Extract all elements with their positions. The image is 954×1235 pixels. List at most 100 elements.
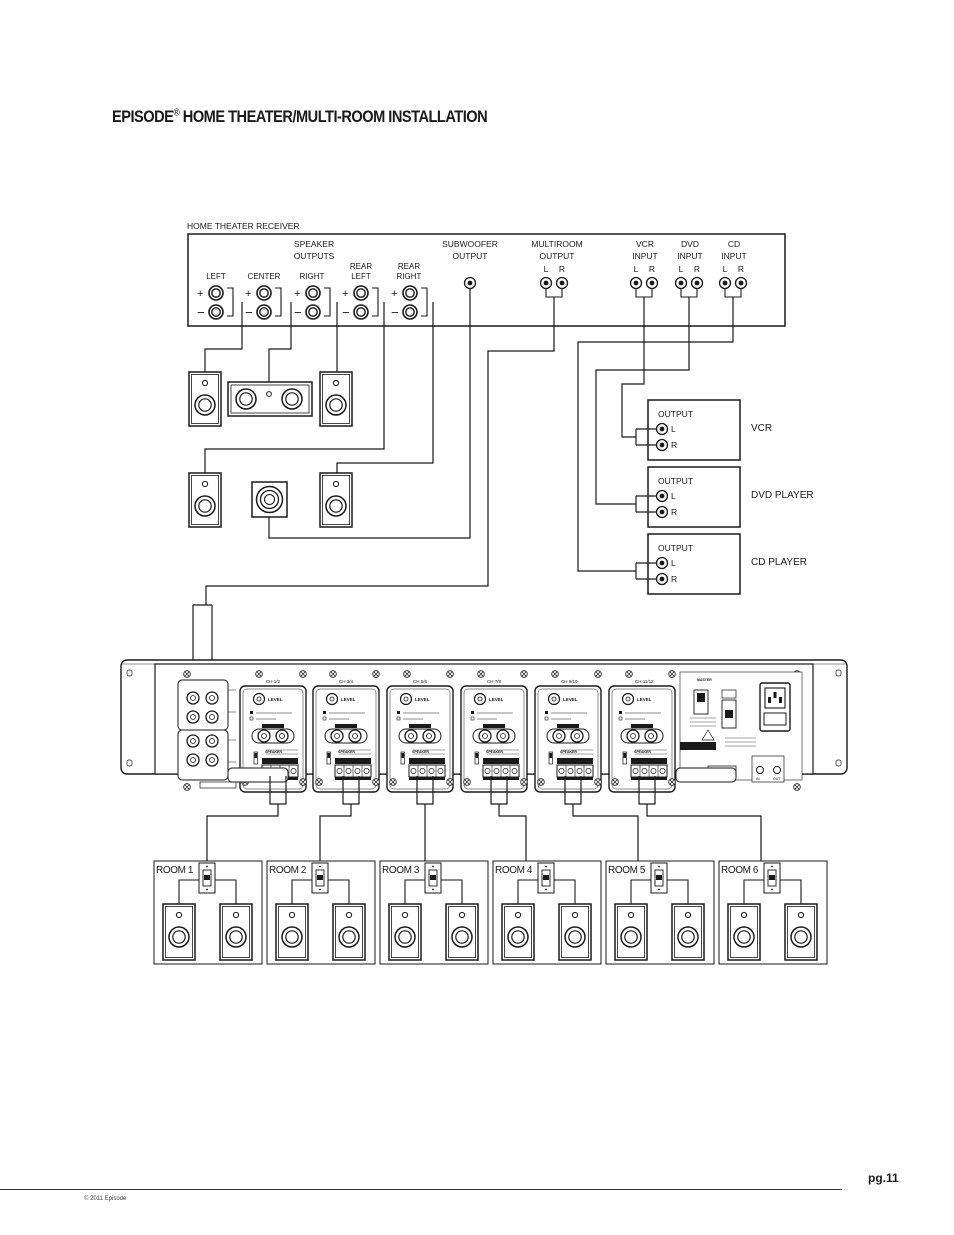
amp-level-3: LEVEL (415, 697, 430, 702)
cd-output-r-label: R (671, 574, 677, 584)
amp-level-1: LEVEL (268, 697, 283, 702)
receiver-speaker-wires (204, 289, 471, 539)
page-number: pg.11 (868, 1171, 899, 1185)
channel-rear-left-label-2: LEFT (351, 272, 371, 281)
subwoofer-output-label-2: OUTPUT (453, 251, 488, 261)
cd-output-l-label: L (671, 558, 676, 568)
svg-text:−: − (391, 305, 399, 320)
binding-post-left: + − (197, 285, 234, 320)
title-brand: EPISODE (112, 107, 174, 126)
binding-post-center: + − (245, 285, 282, 320)
dvd-l-label: L (679, 264, 684, 274)
front-right-speaker (319, 371, 353, 427)
room-3-label: ROOM 3 (382, 865, 420, 876)
amp-ch-label-5: CH 9/10 (561, 679, 578, 684)
binding-post-rear-right: + − (391, 285, 428, 320)
room-wires (206, 776, 762, 861)
room-4-label: ROOM 4 (495, 865, 533, 876)
amp-master-label: MASTER (697, 678, 712, 682)
dvd-jack-l (674, 276, 688, 290)
vcr-input-label-2: INPUT (632, 251, 658, 261)
amp-ch-label-6: CH 11/12 (635, 679, 654, 684)
channel-right-label: RIGHT (300, 272, 325, 281)
source-wires (577, 297, 734, 580)
room-5-label: ROOM 5 (608, 865, 646, 876)
amp-trigger-out-label: OUT (773, 777, 781, 781)
amp-trigger-in-label: IN (756, 777, 760, 781)
multiroom-l-label: L (544, 264, 549, 274)
registered-mark: ® (173, 107, 180, 119)
amp-level-4: LEVEL (489, 697, 504, 702)
center-speaker (227, 381, 313, 417)
cd-input-label: CD (728, 239, 740, 249)
source-dvd: OUTPUT L R DVD PLAYER (647, 466, 814, 528)
amp-input-section (177, 679, 237, 789)
vcr-output-label: OUTPUT (658, 409, 693, 419)
channel-rear-right-label: REAR (398, 262, 420, 271)
channel-left-label: LEFT (206, 272, 226, 281)
rear-right-speaker (319, 472, 353, 528)
room-1-label: ROOM 1 (156, 865, 194, 876)
multiroom-jack-r (555, 276, 569, 290)
subwoofer (251, 481, 288, 518)
multiroom-output-label-2: OUTPUT (540, 251, 575, 261)
amp-speaker-label-2: SPEAKER (338, 750, 355, 754)
dvd-output-label: OUTPUT (658, 476, 693, 486)
amp-speaker-label-5: SPEAKER (560, 750, 577, 754)
room-3: ROOM 3 (379, 860, 489, 965)
svg-text:−: − (245, 305, 253, 320)
receiver-label: HOME THEATER RECEIVER (187, 221, 300, 231)
rear-left-speaker (188, 472, 222, 528)
vcr-jack-l (629, 276, 643, 290)
dvd-output-r-label: R (671, 507, 677, 517)
vcr-input-label: VCR (636, 239, 654, 249)
amp-speaker-label-6: SPEAKER (634, 750, 651, 754)
vcr-name: VCR (751, 423, 772, 434)
amp-speaker-label-4: SPEAKER (486, 750, 503, 754)
binding-post-right: + − (294, 285, 331, 320)
svg-text:+: + (391, 288, 397, 300)
amp-ch-label-3: CH 5/6 (413, 679, 428, 684)
amp-level-6: LEVEL (637, 697, 652, 702)
source-vcr: OUTPUT L R VCR (647, 399, 772, 461)
vcr-r-label: R (649, 264, 655, 274)
cd-input-label-2: INPUT (721, 251, 747, 261)
room-6: ROOM 6 (718, 860, 828, 965)
subwoofer-output-label: SUBWOOFER (442, 239, 498, 249)
svg-text:+: + (245, 288, 251, 300)
svg-text:−: − (197, 305, 205, 320)
dvd-jack-r (690, 276, 704, 290)
speaker-outputs-label: SPEAKER (294, 239, 334, 249)
svg-text:−: − (294, 305, 302, 320)
channel-rear-left-label: REAR (350, 262, 372, 271)
amp-speaker-label-3: SPEAKER (412, 750, 429, 754)
amp-speaker-label-1: SPEAKER (265, 750, 282, 754)
dvd-r-label: R (694, 264, 700, 274)
copyright: © 2011 Episode (84, 1196, 127, 1202)
subwoofer-jack (463, 276, 477, 290)
vcr-output-r-label: R (671, 440, 677, 450)
amp-ch-label-1: CH 1/2 (266, 679, 281, 684)
cd-jack-r (734, 276, 748, 290)
channel-center-label: CENTER (248, 272, 281, 281)
multiroom-r-label: R (559, 264, 565, 274)
svg-text:+: + (197, 288, 203, 300)
svg-text:−: − (342, 305, 350, 320)
page-title: EPISODE® HOME THEATER/MULTI-ROOM INSTALL… (112, 107, 488, 127)
cd-jack-l (718, 276, 732, 290)
multiroom-feed-wire (192, 297, 555, 698)
room-4: ROOM 4 (492, 860, 602, 965)
amp-level-2: LEVEL (341, 697, 356, 702)
vcr-l-label: L (634, 264, 639, 274)
front-left-speaker (188, 371, 222, 427)
room-2: ROOM 2 (266, 860, 376, 965)
speaker-outputs-label-2: OUTPUTS (294, 251, 335, 261)
svg-text:+: + (342, 288, 348, 300)
amp-ch-label-2: CH 3/4 (339, 679, 354, 684)
multiroom-amplifier: CH 1/2 CH 3/4 CH 5/6 CH 7/8 CH 9/10 CH 1… (120, 659, 848, 793)
footer-rule (0, 1189, 842, 1190)
vcr-jack-r (645, 276, 659, 290)
room-1: ROOM 1 (153, 860, 263, 965)
multiroom-output-label: MULTIROOM (531, 239, 582, 249)
